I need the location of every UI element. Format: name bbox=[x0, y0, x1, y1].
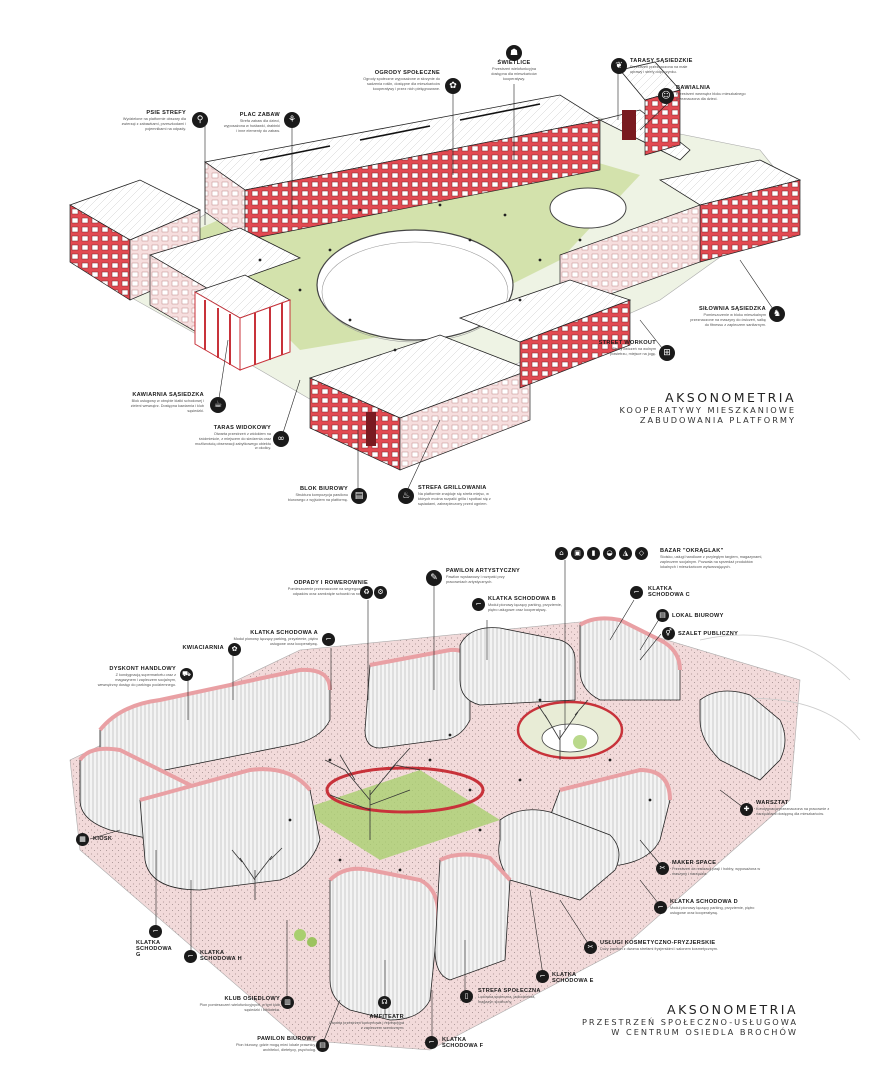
terrace-plant-icon: ❦ bbox=[611, 58, 627, 74]
grill-icon: ♨ bbox=[398, 488, 414, 504]
theater-masks-icon: ☊ bbox=[378, 996, 391, 1009]
tools-icon: ✂ bbox=[656, 862, 669, 875]
label-plac-zabaw: PLAC ZABAW Strefa zabaw dla dzieci, wypo… bbox=[223, 112, 280, 133]
stairs-h-icon: ⌐ bbox=[184, 950, 197, 963]
label-bazar: BAZAR "OKRĄGLAK" Stoisko, usługi handlow… bbox=[660, 548, 763, 569]
top-subtitle-2: ZABUDOWANIA PLATFORMY bbox=[639, 415, 796, 426]
label-dyskont: DYSKONT HANDLOWY Z kondygnacją supermark… bbox=[97, 666, 176, 687]
label-amfiteatr: AMFITEATR Otwarta przestrzeń koncertowa … bbox=[328, 1014, 404, 1030]
label-klatka-e: KLATKA SCHODOWA E bbox=[552, 972, 594, 985]
bread-icon: ◒ bbox=[603, 547, 616, 560]
office-icon: ▤ bbox=[351, 488, 367, 504]
label-klatka-g: KLATKA SCHODOWA G bbox=[136, 940, 172, 959]
label-szalet: SZALET PUBLICZNY bbox=[678, 631, 739, 637]
stairs-d-icon: ⌐ bbox=[654, 901, 667, 914]
label-klatka-h: KLATKA SCHODOWA H bbox=[200, 950, 242, 963]
scissors-icon: ✂ bbox=[584, 941, 597, 954]
label-klatka-b: KLATKA SCHODOWA B Moduł pionowy łączący … bbox=[488, 596, 562, 612]
bottom-people bbox=[288, 698, 652, 872]
stairs-c-icon: ⌐ bbox=[630, 586, 643, 599]
top-block-right bbox=[559, 61, 802, 313]
bottom-subtitle-1: PRZESTRZEŃ SPOŁECZNO-USŁUGOWA bbox=[581, 1017, 798, 1027]
bottle-icon: ▮ bbox=[587, 547, 600, 560]
bottom-greenery bbox=[294, 735, 587, 947]
cart-icon: ⛟ bbox=[180, 668, 193, 681]
stairs-f-icon: ⌐ bbox=[425, 1036, 438, 1049]
briefcase-icon: ▤ bbox=[656, 609, 669, 622]
label-ogrody-spoleczne: OGRODY SPOŁECZNE Ogrody społeczne wyposa… bbox=[363, 70, 440, 91]
gym-icon: ♞ bbox=[769, 306, 785, 322]
top-leaders bbox=[204, 72, 776, 496]
label-blok-biurowy: BLOK BIUROWY Struktura kompozycja pawilo… bbox=[287, 486, 348, 502]
top-title-block: AKSONOMETRIA KOOPERATYWY MIESZKANIOWE ZA… bbox=[560, 390, 796, 426]
kiosk-icon: ▦ bbox=[76, 833, 89, 846]
bottom-trees bbox=[231, 699, 589, 900]
top-block-front-left bbox=[194, 274, 291, 371]
binoculars-icon: ∞ bbox=[273, 431, 289, 447]
bottom-title: AKSONOMETRIA bbox=[667, 1002, 798, 1017]
label-swietlice: ŚWIETLICE Przestrzeń wielofunkcyjna dost… bbox=[491, 60, 537, 81]
bottom-subtitle-2: W CENTRUM OSIEDLA BROCHÓW bbox=[611, 1027, 798, 1038]
label-kiosk: KIOSK bbox=[93, 836, 113, 842]
basket-icon: ▣ bbox=[571, 547, 584, 560]
label-klatka-a: KLATKA SCHODOWA A Moduł pionowy łączący … bbox=[233, 630, 318, 646]
label-pawilon-artystyczny: PAWILON ARTYSTYCZNY Pawilon wystawowy i … bbox=[446, 568, 521, 584]
label-lokal-biurowy: LOKAL BIUROWY bbox=[672, 613, 724, 619]
bottom-pavilions bbox=[78, 616, 786, 1021]
top-block-front bbox=[308, 279, 632, 471]
stairs-e-icon: ⌐ bbox=[536, 970, 549, 983]
label-pawilon-biurowy: PAWILON BIUROWY Pion biurowy, gdzie mogą… bbox=[235, 1036, 316, 1052]
cheese-icon: ◮ bbox=[619, 547, 632, 560]
stairs-b-icon: ⌐ bbox=[472, 598, 485, 611]
label-bawialnia: BAWIALNIA Przestrzeń wewnątrz bloku mies… bbox=[676, 85, 746, 101]
shop-icon: ⌂ bbox=[555, 547, 568, 560]
label-uslugi: USŁUGI KOSMETYCZNO-FRYZJERSKIE Duży pawi… bbox=[600, 940, 718, 952]
garden-icon: ✿ bbox=[445, 78, 461, 94]
bottom-leaders bbox=[89, 560, 749, 1044]
label-psie-strefy: PSIE STREFY Wydzielone na platformie obs… bbox=[121, 110, 186, 131]
workout-bars-icon: ⊞ bbox=[659, 345, 675, 361]
label-street-workout: STREET WORKOUT Strefy ćwiczeń na wolnym … bbox=[598, 340, 656, 356]
recycle-icon: ♻ bbox=[360, 586, 373, 599]
label-maker-space: MAKER SPACE Przestrzeń do realizacji pas… bbox=[672, 860, 761, 876]
label-tarasy-sasiedzkie: TARASY SĄSIEDZKIE Przestrzeń przeznaczon… bbox=[630, 58, 693, 74]
office-building-icon: ▤ bbox=[316, 1039, 329, 1052]
top-title: AKSONOMETRIA bbox=[665, 390, 796, 405]
label-silownia: SIŁOWNIA SĄSIEDZKA Pomieszczenie w bloku… bbox=[690, 306, 766, 327]
top-people bbox=[258, 203, 582, 352]
label-warsztat: WARSZTAT Kondygnacja przeznaczona na pra… bbox=[756, 800, 830, 816]
toilet-icon: ⚥ bbox=[662, 627, 675, 640]
label-strefa-grillowania: STREFA GRILLOWANIA Na platformie znajduj… bbox=[418, 485, 491, 506]
bicycle-icon: ⚙ bbox=[374, 586, 387, 599]
top-subtitle-1: KOOPERATYWY MIESZKANIOWE bbox=[619, 405, 796, 415]
fish-icon: ◇ bbox=[635, 547, 648, 560]
playground-icon: ⚘ bbox=[284, 112, 300, 128]
label-klub-osiedlowy: KLUB OSIEDLOWY Pion pomieszczeń wielofun… bbox=[199, 996, 280, 1012]
palette-icon: ✎ bbox=[426, 570, 442, 586]
label-odpady: ODPADY I ROWEROWNIE Pomieszczenie przezn… bbox=[287, 580, 368, 596]
wrench-icon: ✚ bbox=[740, 803, 753, 816]
label-kawiarnia: KAWIARNIA SĄSIEDZKA Blok usługowy w obrę… bbox=[130, 392, 204, 413]
label-klatka-d: KLATKA SCHODOWA D Moduł pionowy łączący … bbox=[670, 899, 755, 915]
child-icon: ☺ bbox=[658, 88, 674, 104]
fridge-icon: ▯ bbox=[460, 990, 473, 1003]
coffee-cup-icon: ☕ bbox=[210, 397, 226, 413]
label-klatka-c: KLATKA SCHODOWA C bbox=[648, 586, 690, 599]
label-klatka-f: KLATKA SCHODOWA F bbox=[442, 1037, 484, 1050]
book-icon: ▥ bbox=[281, 996, 294, 1009]
flower-icon: ✿ bbox=[228, 643, 241, 656]
stairs-a-icon: ⌐ bbox=[322, 633, 335, 646]
label-kwiaciarnia: KWIACIARNIA bbox=[182, 645, 224, 651]
community-room-icon: ☗ bbox=[506, 45, 522, 61]
bottom-title-block: AKSONOMETRIA PRZESTRZEŃ SPOŁECZNO-USŁUGO… bbox=[540, 1002, 798, 1038]
stairs-g-icon: ⌐ bbox=[149, 925, 162, 938]
dog-icon: ⚲ bbox=[192, 112, 208, 128]
label-strefa-spoleczna: STREFA SPOŁECZNA Lodówka społeczna, jadł… bbox=[478, 988, 541, 1004]
label-taras-widokowy: TARAS WIDOKOWY Otwarta przestrzeń z wido… bbox=[195, 425, 271, 451]
